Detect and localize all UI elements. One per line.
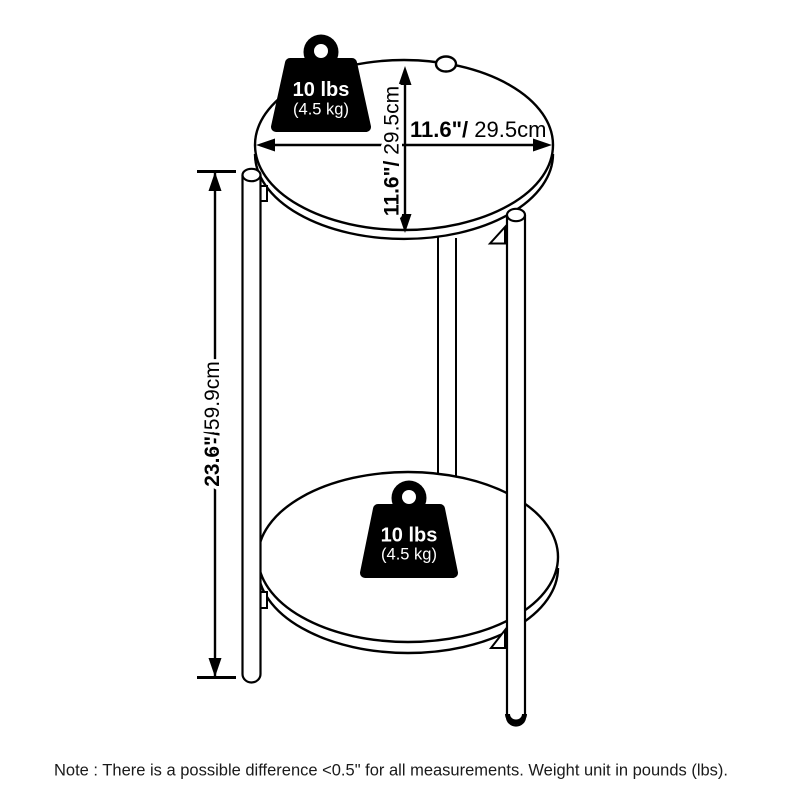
table-top-rim	[253, 153, 555, 241]
shelf-bracket-right	[488, 627, 506, 649]
front-right-leg-cap	[505, 207, 527, 223]
diameter-arrowhead-up	[398, 66, 412, 85]
weight-capacity-icon-bottom: 10 lbs (4.5 kg)	[360, 480, 458, 578]
weight-capacity-icon-top: 10 lbs (4.5 kg)	[271, 34, 371, 132]
weight-capacity-kg: (4.5 kg)	[381, 546, 437, 564]
lower-shelf-rim	[256, 567, 560, 655]
front-left-leg	[241, 167, 262, 684]
weight-handle-hole	[402, 490, 416, 504]
weight-capacity-lbs: 10 lbs	[381, 525, 438, 547]
table-bracket-right	[487, 224, 506, 245]
diameter-vertical-label: 11.6"/ 29.5cm	[381, 86, 404, 216]
measurement-note: Note : There is a possible difference <0…	[54, 762, 728, 780]
weight-handle-hole	[314, 44, 328, 58]
weight-body	[360, 504, 458, 578]
diameter-vertical-arrow: 11.6"/ 29.5cm	[377, 66, 412, 233]
height-arrowhead-down	[208, 658, 222, 677]
diameter-arrowhead-right	[533, 138, 552, 152]
front-right-leg	[505, 207, 527, 727]
diameter-arrowhead-left	[256, 138, 275, 152]
diameter-arrowhead-down	[398, 214, 412, 233]
front-right-leg-foot	[505, 713, 527, 725]
back-leg	[437, 236, 457, 480]
diameter-horizontal-arrow: 11.6"/ 29.5cm	[256, 117, 552, 152]
weight-body	[271, 58, 371, 132]
front-left-leg-cap	[241, 167, 262, 183]
front-right-leg-body	[505, 215, 527, 727]
weight-capacity-kg: (4.5 kg)	[293, 101, 349, 119]
back-leg-cap	[434, 55, 458, 73]
weight-capacity-lbs: 10 lbs	[293, 79, 350, 101]
front-left-leg-body	[241, 175, 262, 684]
diameter-horizontal-label: 11.6"/ 29.5cm	[410, 117, 546, 142]
height-arrowhead-up	[208, 172, 222, 191]
height-dimension-label: 23.6"/59.9cm	[201, 361, 224, 487]
height-dimension-arrow: 23.6"/59.9cm	[197, 170, 236, 679]
